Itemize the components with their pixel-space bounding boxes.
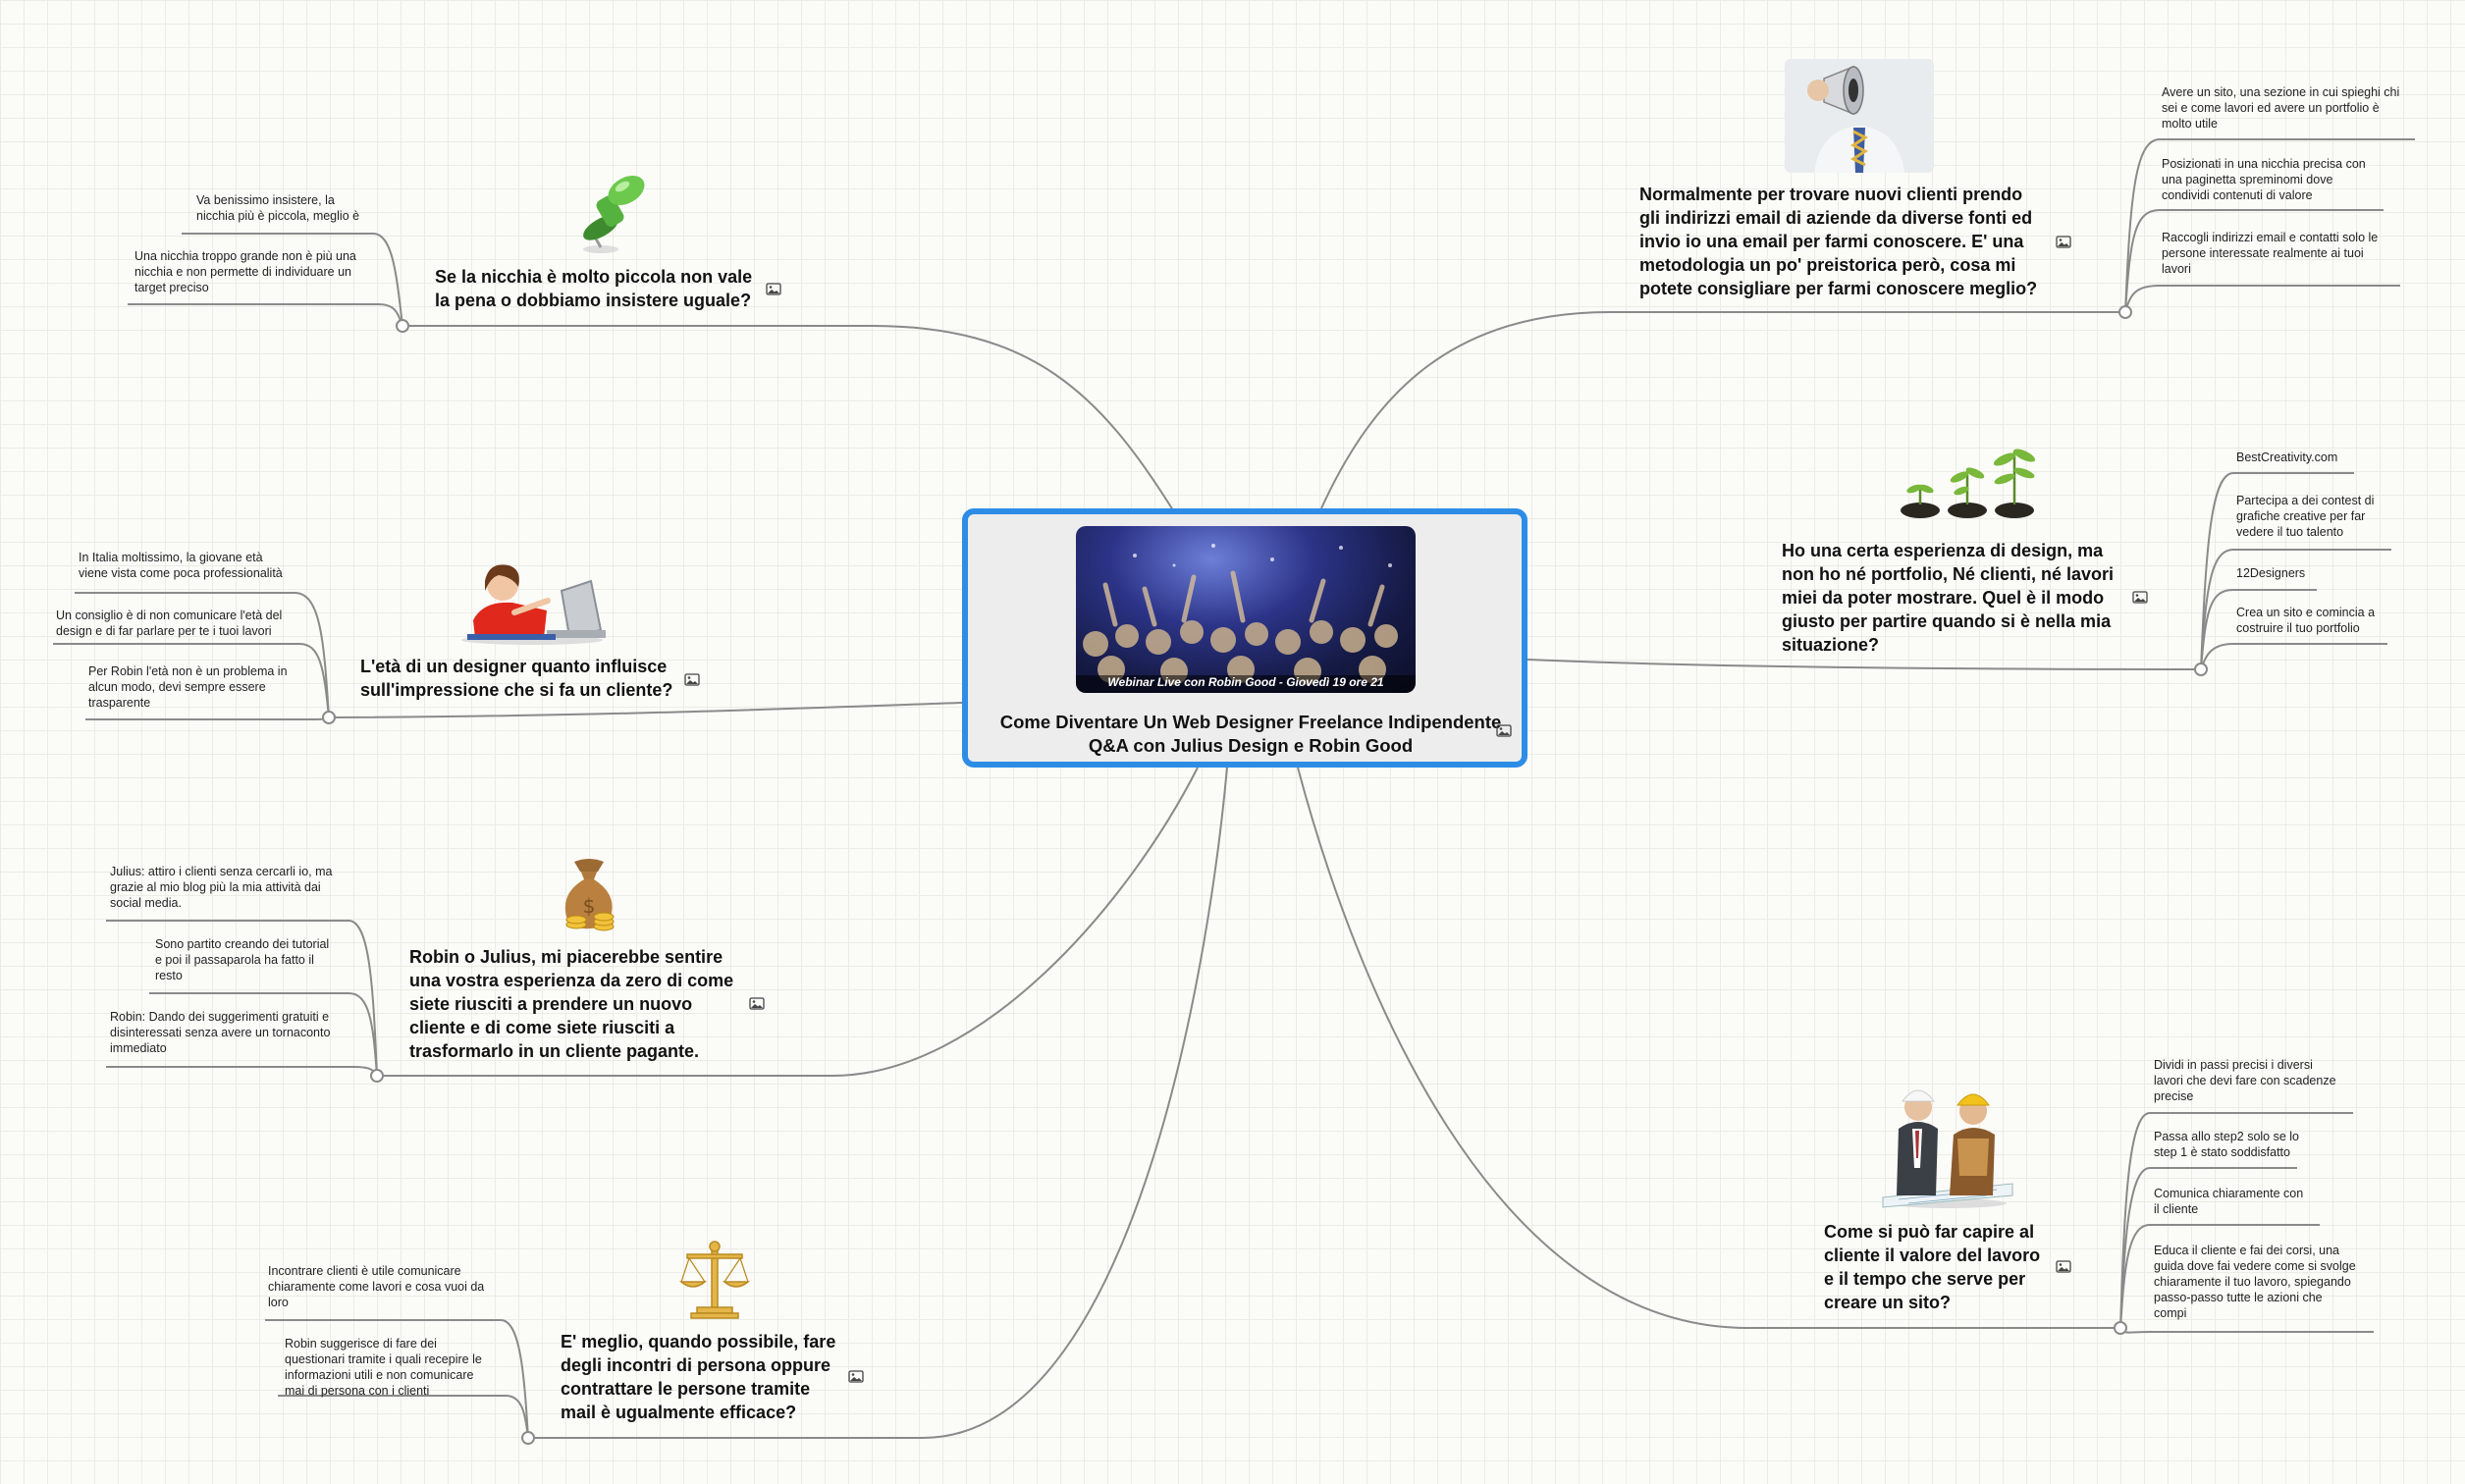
topic-portfolio[interactable]: Ho una certa esperienza di design, ma no… bbox=[1782, 541, 2115, 655]
note-valore-2: Passa allo step2 solo se lo step 1 è sta… bbox=[2154, 1130, 2300, 1159]
topic-email[interactable]: Normalmente per trovare nuovi clienti pr… bbox=[1639, 185, 2038, 298]
note-valore-3: Comunica chiaramente con il cliente bbox=[2154, 1187, 2304, 1216]
note-valore-4: Educa il cliente e fai dei corsi, una gu… bbox=[2154, 1244, 2356, 1320]
note-eta-1: In Italia moltissimo, la giovane età vie… bbox=[79, 551, 283, 580]
note-email-1: Avere un sito, una sezione in cui spiegh… bbox=[2162, 85, 2400, 131]
note-email-2: Posizionati in una nicchia precisa con u… bbox=[2162, 157, 2366, 202]
image-icon bbox=[2056, 236, 2071, 248]
image-icon bbox=[2132, 591, 2148, 604]
branch-line-portfolio bbox=[1527, 659, 2202, 670]
branch-line-nicchia bbox=[402, 325, 1174, 511]
image-icon bbox=[848, 1370, 864, 1383]
money-bag-icon: $ bbox=[555, 854, 623, 932]
note-portfolio-1[interactable]: BestCreativity.com bbox=[2236, 450, 2338, 464]
megaphone-man-picture bbox=[1785, 59, 1934, 173]
note-esperienza-1: Julius: attiro i clienti senza cercarli … bbox=[110, 865, 333, 910]
svg-text:$: $ bbox=[583, 894, 596, 918]
note-portfolio-4: Crea un sito e comincia a costruire il t… bbox=[2236, 606, 2376, 635]
balance-scale-icon bbox=[673, 1239, 756, 1321]
central-title-line-1: Come Diventare Un Web Designer Freelance… bbox=[999, 712, 1502, 732]
branch-line-email bbox=[1320, 311, 2125, 509]
image-icon bbox=[1496, 724, 1512, 737]
note-portfolio-2: Partecipa a dei contest di grafiche crea… bbox=[2236, 494, 2375, 539]
note-esperienza-2: Sono partito creando dei tutorial e poi … bbox=[155, 937, 330, 982]
topic-eta[interactable]: L'età di un designer quanto influisce su… bbox=[360, 657, 673, 700]
branch-line-eta bbox=[328, 702, 963, 718]
topic-incontri[interactable]: E' meglio, quando possibile, fare degli … bbox=[561, 1332, 836, 1422]
note-nicchia-2: Una nicchia troppo grande non è più una … bbox=[134, 249, 356, 294]
central-title-line-2: Q&A con Julius Design e Robin Good bbox=[1088, 735, 1414, 756]
note-email-3: Raccogli indirizzi email e contatti solo… bbox=[2162, 231, 2379, 276]
note-eta-2: Un consiglio è di non comunicare l'età d… bbox=[56, 609, 283, 638]
construction-workers-picture bbox=[1879, 1060, 2016, 1209]
central-topic[interactable]: Webinar Live con Robin Good - Giovedì 19… bbox=[962, 508, 1527, 768]
topic-esperienza[interactable]: Robin o Julius, mi piacerebbe sentire un… bbox=[409, 947, 734, 1061]
webinar-banner-picture: Webinar Live con Robin Good - Giovedì 19… bbox=[1076, 526, 1416, 693]
note-incontri-2: Robin suggerisce di fare dei questionari… bbox=[285, 1337, 482, 1398]
image-icon bbox=[749, 997, 765, 1010]
note-incontri-1: Incontrare clienti è utile comunicare ch… bbox=[268, 1264, 485, 1309]
note-valore-1: Dividi in passi precisi i diversi lavori… bbox=[2154, 1058, 2336, 1103]
note-portfolio-3[interactable]: 12Designers bbox=[2236, 566, 2306, 580]
branch-line-esperienza bbox=[377, 767, 1199, 1077]
topic-valore[interactable]: Come si può far capire al cliente il val… bbox=[1824, 1222, 2041, 1312]
branch-line-valore bbox=[1297, 767, 2120, 1329]
girl-with-laptop-picture bbox=[454, 552, 611, 646]
image-icon bbox=[2056, 1260, 2071, 1273]
green-pushpin-icon bbox=[571, 173, 650, 255]
note-esperienza-3: Robin: Dando dei suggerimenti gratuiti e… bbox=[110, 1010, 331, 1055]
image-icon bbox=[684, 673, 700, 686]
image-icon bbox=[766, 283, 781, 295]
banner-caption: Webinar Live con Robin Good - Giovedì 19… bbox=[1107, 675, 1384, 689]
central-title: Come Diventare Un Web Designer Freelance… bbox=[968, 711, 1533, 758]
branch-line-incontri bbox=[528, 767, 1228, 1439]
note-nicchia-1: Va benissimo insistere, la nicchia più è… bbox=[196, 193, 360, 223]
growing-plants-picture bbox=[1897, 444, 2044, 518]
topic-nicchia[interactable]: Se la nicchia è molto piccola non vale l… bbox=[435, 267, 753, 310]
note-eta-3: Per Robin l'età non è un problema in alc… bbox=[88, 664, 288, 710]
